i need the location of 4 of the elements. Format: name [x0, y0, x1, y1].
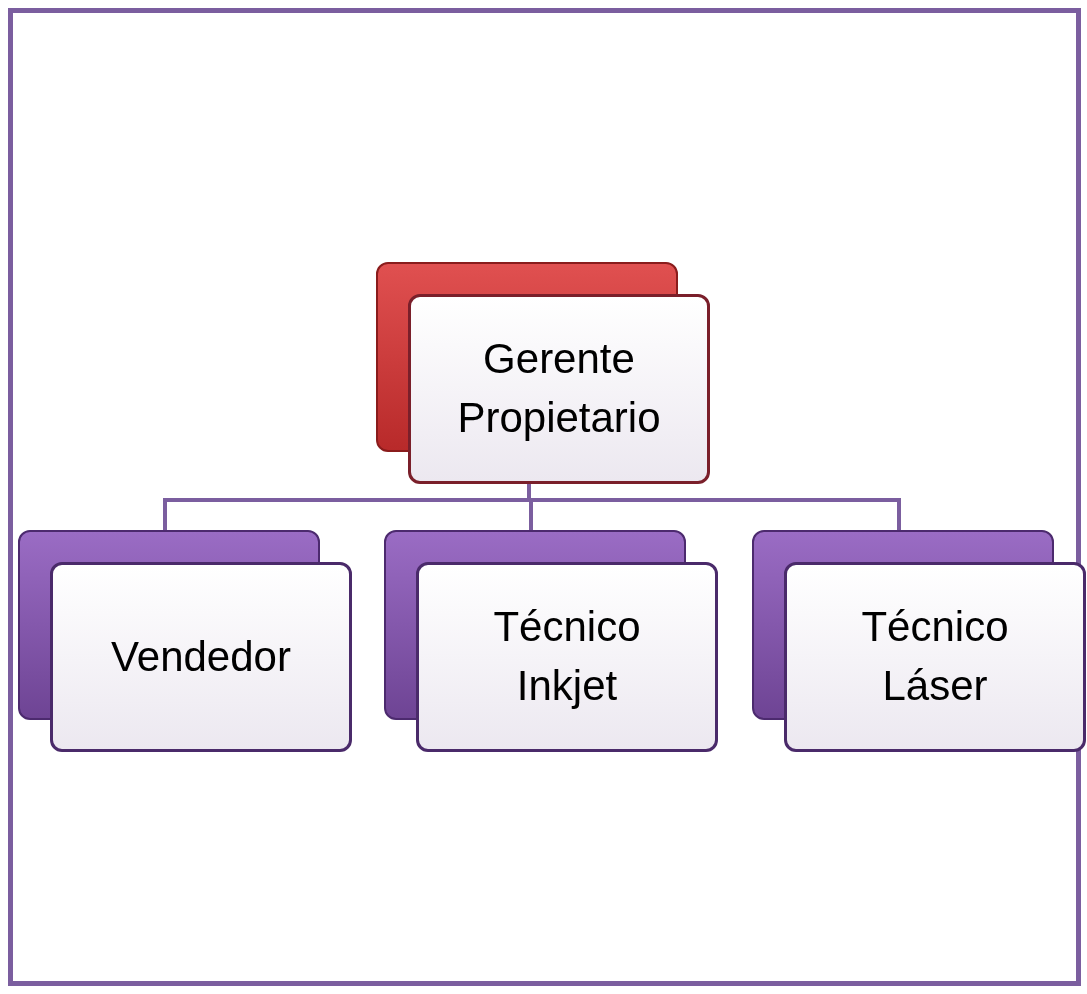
position-title: Técnico Láser	[860, 602, 1010, 711]
position-title: Vendedor	[111, 631, 291, 682]
position-title: Técnico Inkjet	[492, 602, 642, 711]
position-title: Gerente Propietario	[456, 334, 662, 443]
